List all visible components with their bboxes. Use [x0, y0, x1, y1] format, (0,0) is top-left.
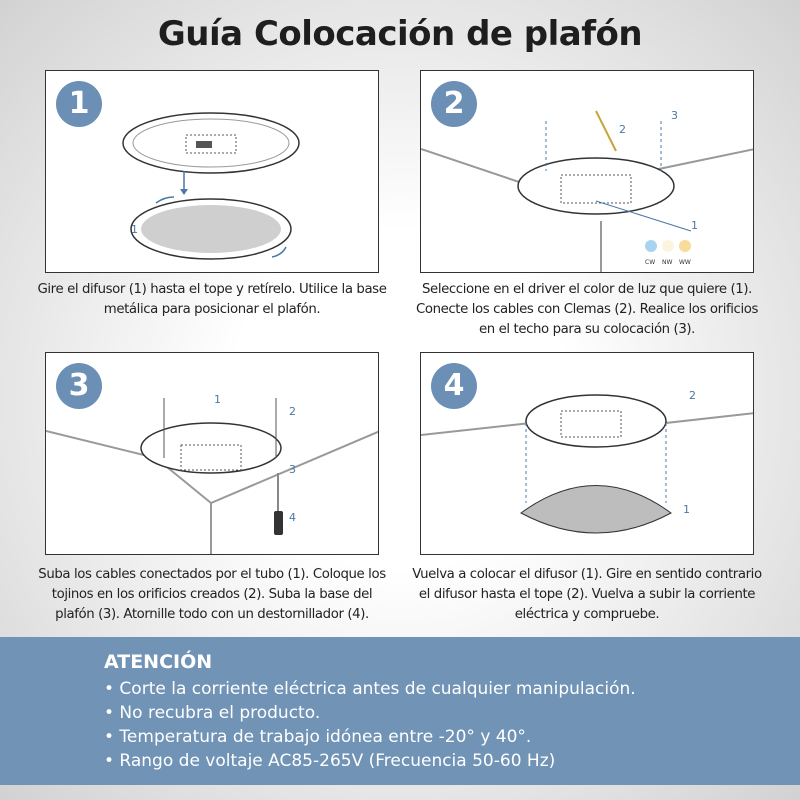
label-3: 3: [289, 463, 296, 476]
step-2-illustration: CW NW WW 1 2 3: [421, 109, 753, 272]
nw-label: NW: [662, 259, 672, 266]
step-1-panel: 1 1: [45, 70, 379, 273]
step-number: 3: [56, 363, 102, 409]
step-2-caption: Seleccione en el driver el color de luz …: [415, 282, 759, 337]
step-4-illustration: 1 2: [421, 389, 753, 534]
attention-item: • Temperatura de trabajo idónea entre -2…: [104, 727, 532, 747]
step-3-panel: 1 2 3 4 3: [45, 352, 379, 555]
attention-section: ATENCIÓN • Corte la corriente eléctrica …: [0, 637, 800, 785]
label-2: 2: [619, 123, 626, 136]
ww-label: WW: [679, 259, 691, 266]
step-number: 2: [431, 81, 477, 127]
label-2: 2: [289, 405, 296, 418]
step-4-panel: 1 2 4: [420, 352, 754, 555]
attention-item: • No recubra el producto.: [104, 703, 321, 723]
step-number: 1: [56, 81, 102, 127]
page-title: Guía Colocación de plafón: [157, 14, 643, 54]
label-2: 2: [689, 389, 696, 402]
cw-label: CW: [645, 259, 655, 266]
label-1: 1: [691, 219, 698, 232]
attention-item: • Rango de voltaje AC85-265V (Frecuencia…: [104, 751, 556, 771]
step-3-illustration: 1 2 3 4: [46, 393, 378, 554]
step-2-panel: CW NW WW 1 2 3 2: [420, 70, 754, 273]
attention-heading: ATENCIÓN: [104, 651, 213, 673]
step-1-caption: Gire el difusor (1) hasta el tope y retí…: [37, 282, 387, 317]
step-1-illustration: 1: [122, 112, 300, 260]
step-4-caption: Vuelva a colocar el difusor (1). Gire en…: [412, 567, 762, 622]
step-number: 4: [431, 363, 477, 409]
step-3-caption: Suba los cables conectados por el tubo (…: [38, 567, 386, 622]
label-4: 4: [289, 511, 296, 524]
label-1: 1: [131, 223, 138, 236]
label-3: 3: [671, 109, 678, 122]
attention-item: • Corte la corriente eléctrica antes de …: [104, 679, 636, 699]
label-1: 1: [683, 503, 690, 516]
label-1: 1: [214, 393, 221, 406]
